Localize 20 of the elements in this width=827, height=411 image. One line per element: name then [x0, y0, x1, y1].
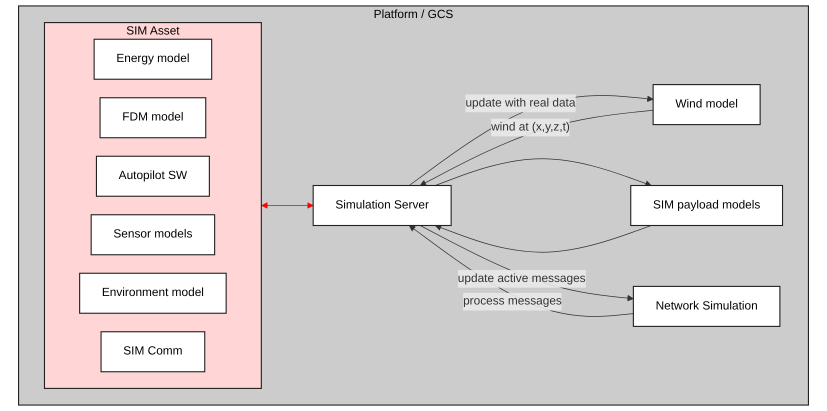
edge-label: process messages [463, 295, 562, 308]
arrow [261, 202, 314, 209]
edge-label: update with real data [465, 96, 576, 110]
node-box: Energy model [94, 38, 212, 80]
node-box: Environment model [79, 272, 227, 314]
arrow [408, 95, 654, 186]
node-box: Simulation Server [312, 184, 452, 226]
node-box: Wind model [652, 84, 761, 126]
node-box: Autopilot SW [96, 156, 210, 197]
arrow [420, 225, 634, 302]
edge-label: wind at (x,y,z,t) [491, 120, 570, 134]
arrow [420, 110, 654, 186]
node-box: SIM Comm [100, 331, 206, 372]
arrow [434, 224, 652, 253]
node-box: Network Simulation [632, 286, 780, 327]
edge-label: update active messages [458, 272, 586, 285]
arrow [434, 158, 652, 187]
node-box: FDM model [100, 97, 206, 138]
node-box: Sensor models [90, 214, 216, 256]
node-box: SIM payload models [630, 184, 784, 226]
